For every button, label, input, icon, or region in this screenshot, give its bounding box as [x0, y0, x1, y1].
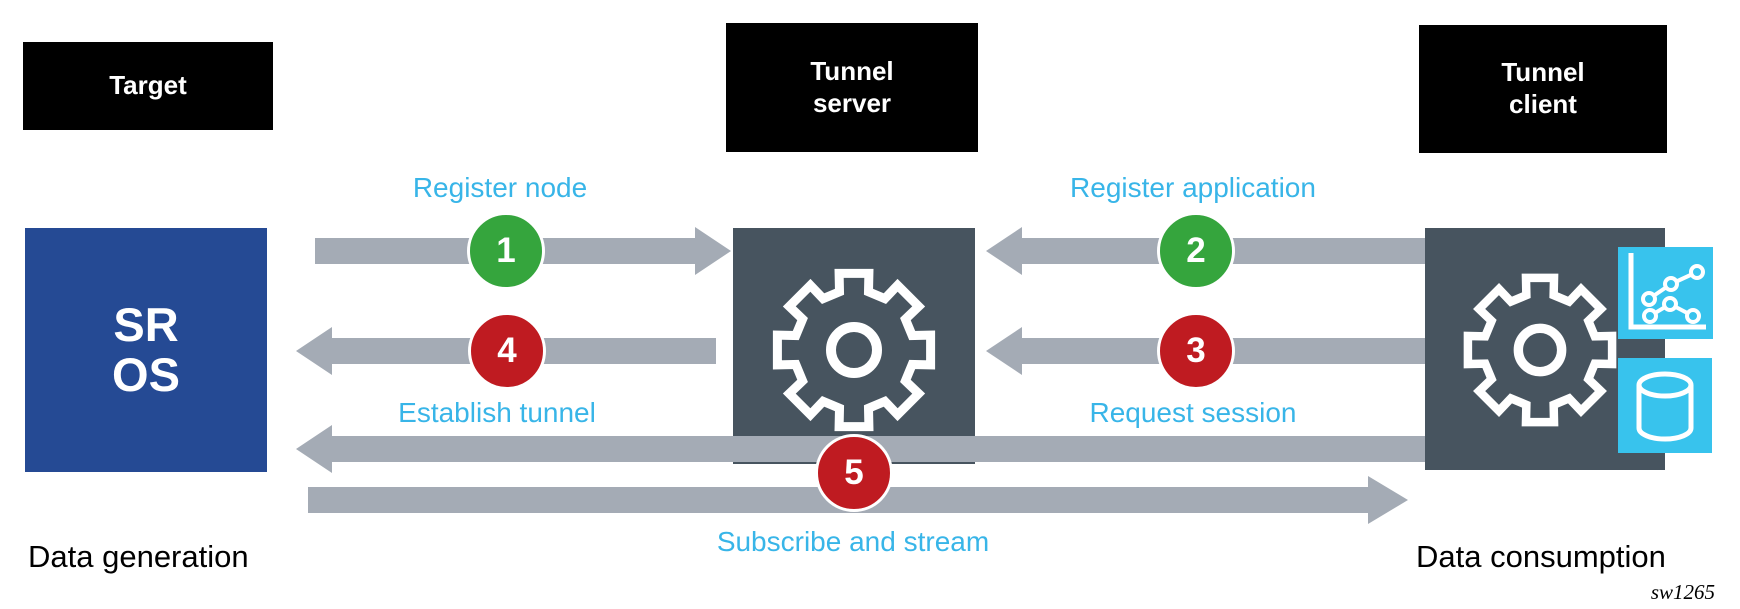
- tunnel-client-title-box: Tunnel client: [1419, 25, 1667, 153]
- tunnel-server-node: [733, 228, 975, 464]
- tunnel-client-title-line1: Tunnel: [1501, 57, 1585, 88]
- tunnel-server-title-box: Tunnel server: [726, 23, 978, 152]
- tunnel-server-title-line2: server: [812, 87, 892, 118]
- step-circle-2: 2: [1157, 212, 1235, 290]
- step-circle-3: 3: [1157, 312, 1235, 390]
- label-register-application: Register application: [1070, 172, 1316, 203]
- arrowhead-left-icon: [986, 327, 1022, 375]
- arrowhead-left-icon: [986, 227, 1022, 275]
- sros-node: SR OS: [25, 228, 267, 472]
- gear-icon: [1463, 273, 1617, 427]
- label-data-generation: Data generation: [28, 539, 249, 574]
- figure-id: sw1265: [1650, 580, 1715, 604]
- label-establish-tunnel: Establish tunnel: [398, 397, 596, 428]
- step-circle-4: 4: [468, 312, 546, 390]
- arrowhead-right-icon: [695, 227, 731, 275]
- database-icon: [1618, 358, 1712, 453]
- label-subscribe-and-stream: Subscribe and stream: [716, 526, 990, 557]
- line-chart-icon: [1618, 247, 1713, 339]
- arrowhead-left-icon: [296, 327, 332, 375]
- step-circle-1: 1: [467, 212, 545, 290]
- target-title-box: Target: [23, 42, 273, 130]
- arrowhead-left-icon: [296, 425, 332, 473]
- gear-icon: [772, 268, 936, 432]
- label-data-consumption: Data consumption: [1416, 539, 1666, 574]
- sros-label-line2: OS: [112, 348, 180, 401]
- tunnel-client-title-line2: client: [1509, 89, 1577, 119]
- label-request-session: Request session: [1089, 397, 1297, 428]
- step-circle-5: 5: [815, 434, 893, 512]
- target-title-label: Target: [109, 70, 187, 101]
- tunnel-server-title-line1: Tunnel: [810, 55, 894, 86]
- label-register-node: Register node: [412, 172, 588, 203]
- sros-label-line1: SR: [113, 298, 179, 352]
- arrowhead-right-icon: [1368, 476, 1408, 524]
